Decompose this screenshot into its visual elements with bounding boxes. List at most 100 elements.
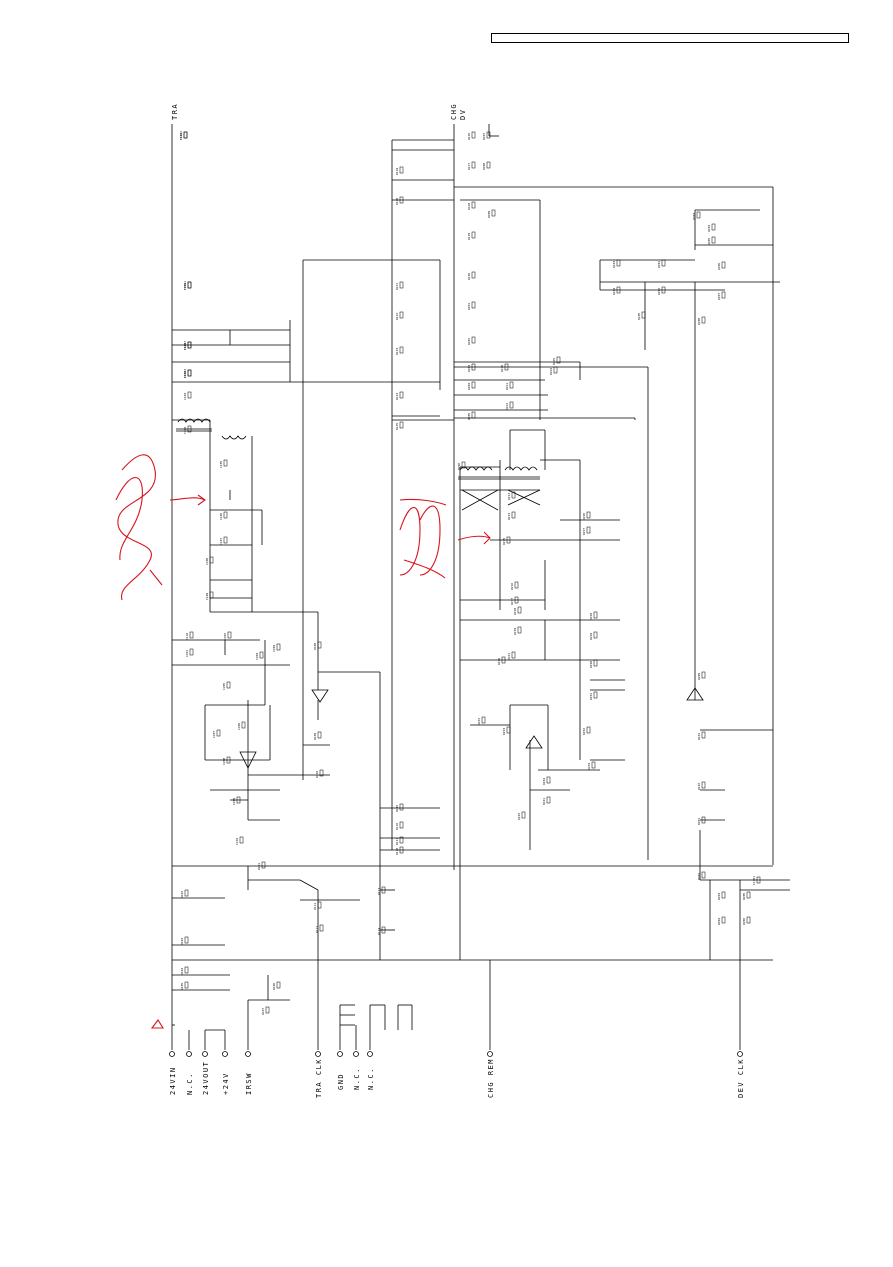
component-ref-c203: C203	[255, 653, 259, 660]
component-ref-r234: R234	[542, 778, 546, 785]
component-ref-r123: R123	[395, 348, 399, 355]
component-ref-r114: R114	[377, 928, 381, 935]
component-symbol	[223, 536, 228, 544]
component-ref-r203: R203	[467, 365, 471, 372]
component-symbol	[471, 271, 476, 279]
component-ref-r109: R109	[313, 733, 317, 740]
component-ref-c106: C106	[219, 513, 223, 520]
component-symbol	[223, 459, 228, 467]
component-symbol	[491, 209, 496, 217]
component-ref-q207: Q207	[717, 293, 721, 300]
component-symbol	[591, 761, 596, 769]
signal-label-tra: TRA	[171, 103, 179, 120]
component-symbol	[553, 366, 558, 374]
component-ref-r229: R229	[589, 633, 593, 640]
component-ref-r223: R223	[502, 728, 506, 735]
component-symbol	[227, 631, 232, 639]
component-symbol	[746, 891, 751, 899]
component-symbol	[509, 381, 514, 389]
component-ref-r128: R128	[467, 203, 471, 210]
component-ref-r127: R127	[467, 163, 471, 170]
terminal-tra: TRA	[171, 103, 179, 136]
component-ref-c104: C104	[183, 427, 187, 434]
component-symbol	[514, 596, 519, 604]
component-ref-r220: R220	[497, 658, 501, 665]
signal-label-gnd: GND	[337, 1073, 345, 1090]
component-symbol	[183, 131, 188, 139]
component-ref-r124: R124	[395, 393, 399, 400]
annotation-triangle	[150, 1019, 164, 1029]
component-ref-d101: D101	[697, 733, 701, 740]
component-symbol	[556, 356, 561, 364]
component-symbol	[226, 756, 231, 764]
component-ref-q104: Q104	[612, 288, 616, 295]
component-symbol	[471, 411, 476, 419]
component-ref-r233: R233	[587, 763, 591, 770]
component-symbol	[226, 681, 231, 689]
component-ref-q101: Q101	[542, 798, 546, 805]
terminal-dv: DV	[459, 109, 499, 137]
component-symbol	[236, 796, 241, 804]
opamp-ic102	[311, 689, 329, 703]
component-symbol	[399, 821, 404, 829]
component-symbol	[506, 536, 511, 544]
component-symbol	[593, 611, 598, 619]
component-ref-r228: R228	[589, 613, 593, 620]
component-symbol	[259, 651, 264, 659]
component-symbol	[471, 161, 476, 169]
component-symbol	[616, 286, 621, 294]
component-ref-r213: R213	[507, 493, 511, 500]
component-symbol	[517, 606, 522, 614]
component-symbol	[701, 871, 706, 879]
component-symbol	[586, 511, 591, 519]
component-ref-d204: D204	[717, 918, 721, 925]
component-symbol	[399, 281, 404, 289]
component-ref-q209: Q209	[697, 673, 701, 680]
component-ref-r206: R206	[457, 463, 461, 470]
component-ref-q206: Q206	[717, 263, 721, 270]
component-ref-r224: R224	[549, 368, 553, 375]
component-ref-q205: Q205	[707, 238, 711, 245]
component-symbol	[514, 581, 519, 589]
component-symbol	[223, 511, 228, 519]
component-symbol	[481, 716, 486, 724]
component-ref-ic102: IC102	[179, 131, 183, 140]
component-symbol	[317, 731, 322, 739]
component-ref-ic101: IC101	[752, 876, 756, 885]
component-symbol	[209, 591, 214, 599]
component-ref-r108: R108	[313, 643, 317, 650]
component-ref-r112: R112	[315, 926, 319, 933]
component-symbol	[501, 656, 506, 664]
signal-label-chg: CHG	[450, 103, 458, 120]
component-symbol	[701, 731, 706, 739]
component-symbol	[696, 211, 701, 219]
component-ref-ic202: IC202	[183, 341, 187, 350]
opamp-ic101	[239, 751, 257, 769]
component-symbol	[187, 341, 192, 349]
component-ref-r207: R207	[482, 133, 486, 140]
component-ref-r205: R205	[467, 413, 471, 420]
component-ref-r122: R122	[395, 313, 399, 320]
component-ref-c204: C204	[272, 645, 276, 652]
component-symbol	[586, 726, 591, 734]
component-symbol	[184, 966, 189, 974]
component-symbol	[189, 631, 194, 639]
component-symbol	[721, 291, 726, 299]
signal-label-nc: N.C.	[186, 1072, 194, 1095]
signal-label-devclk: DEV CLK	[737, 1058, 745, 1098]
component-symbol	[189, 648, 194, 656]
component-ref-r126: R126	[467, 133, 471, 140]
component-ref-q103: Q103	[612, 261, 616, 268]
component-symbol	[183, 131, 188, 139]
component-ref-r211: R211	[505, 383, 509, 390]
component-ref-r106: R106	[272, 983, 276, 990]
component-symbol	[399, 803, 404, 811]
signal-label-p24v: +24V	[222, 1072, 230, 1095]
component-symbol	[276, 981, 281, 989]
component-ref-d102: D102	[697, 783, 701, 790]
component-symbol	[187, 425, 192, 433]
component-ref-r101: R101	[257, 863, 261, 870]
connector-cn1	[169, 1025, 743, 1057]
component-ref-r102: R102	[180, 891, 184, 898]
component-ref-r225: R225	[552, 358, 556, 365]
